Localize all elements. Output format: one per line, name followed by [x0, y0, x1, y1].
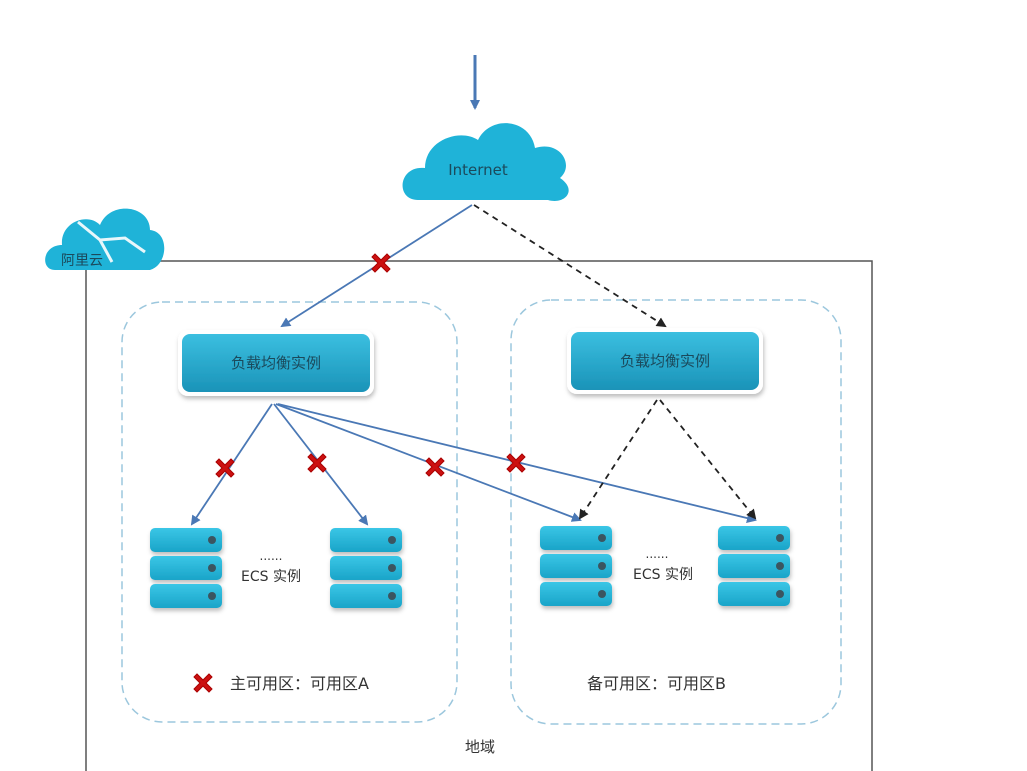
- aliyun-cloud-icon: [45, 208, 165, 270]
- fail-marker-icon: [307, 453, 327, 473]
- load-balancer-a: [178, 330, 374, 396]
- fail-marker-icon: [371, 253, 391, 273]
- zone-a-label: 主可用区：可用区A: [230, 674, 369, 693]
- region-label: 地域: [465, 738, 495, 756]
- zone-b-boundary: [510, 299, 842, 725]
- ecs-server-icon: [540, 526, 612, 606]
- load-balancer-b-label: 负载均衡实例: [620, 352, 710, 370]
- zone-b-label: 备可用区：可用区B: [587, 674, 726, 693]
- internet-label: Internet: [448, 161, 508, 179]
- link-internet-to-lb-b: [473, 204, 667, 328]
- load-balancer-b: [567, 328, 763, 394]
- ecs-server-icon: [330, 528, 402, 608]
- ecs-server-icon: [718, 526, 790, 606]
- link-lb-b-to-ecs-b2: [659, 399, 757, 520]
- internet-cloud-icon: [402, 123, 569, 201]
- ecs-a-label: ECS 实例: [241, 569, 301, 585]
- ecs-a-ellipsis: ......: [260, 549, 283, 563]
- link-lb-b-to-ecs-b1: [578, 399, 658, 520]
- aliyun-label: 阿里云: [61, 253, 103, 269]
- zone-a-boundary: [121, 301, 458, 723]
- region-boundary: [85, 260, 873, 771]
- ecs-b-ellipsis: ......: [646, 547, 669, 561]
- ecs-b-label: ECS 实例: [633, 567, 693, 583]
- ecs-server-icon: [150, 528, 222, 608]
- zone-a-failed-icon: [193, 673, 213, 693]
- load-balancer-a-label: 负载均衡实例: [231, 354, 321, 372]
